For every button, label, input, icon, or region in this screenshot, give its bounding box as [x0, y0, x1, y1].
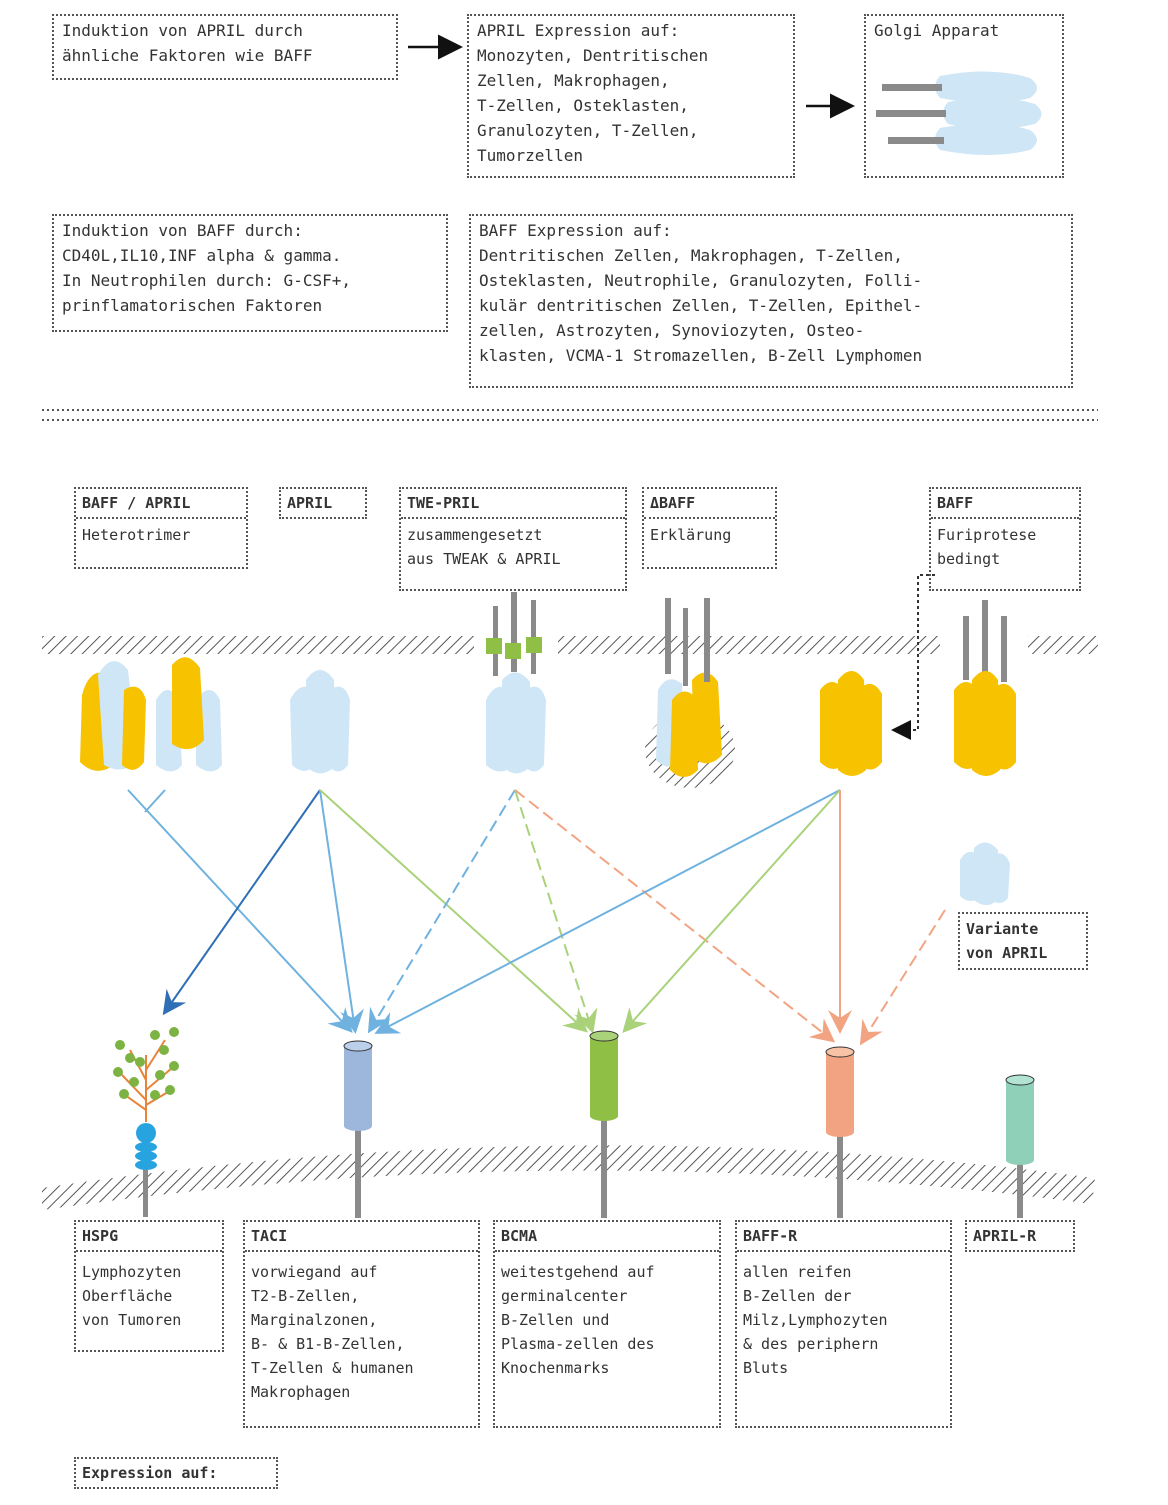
baff-april-heterotrimer-icon — [80, 657, 222, 772]
april-variant-label: Variante von APRIL — [958, 912, 1088, 970]
ligand-label-baff: BAFF Furiprotese bedingt — [929, 487, 1081, 591]
golgi-box-label: Golgi Apparat — [864, 14, 1064, 178]
receptor-label-hspg: HSPG Lymphozyten Oberfläche von Tumoren — [74, 1220, 224, 1352]
receptor-label-taci: TACI vorwiegand auf T2-B-Zellen, Margina… — [243, 1220, 480, 1428]
ligand-desc: Erklärung — [650, 526, 732, 544]
ligand-desc: Furiprotese bedingt — [937, 526, 1037, 568]
lower-membrane — [42, 1145, 1095, 1210]
baff-membrane-icon — [954, 600, 1016, 776]
receptor-desc: weitestgehend auf germinalcenter B-Zelle… — [501, 1263, 655, 1377]
twe-pril-icon — [486, 592, 546, 774]
april-r-receptor-icon — [1005, 1074, 1035, 1218]
receptor-name: HSPG — [76, 1222, 222, 1252]
receptor-label-bcma: BCMA weitestgehend auf germinalcenter B-… — [493, 1220, 721, 1428]
ligand-name: ΔBAFF — [644, 489, 775, 519]
receptor-name: TACI — [245, 1222, 478, 1252]
connections — [127, 789, 946, 1046]
ligand-name: BAFF / APRIL — [76, 489, 246, 519]
ligand-name: TWE-PRIL — [401, 489, 625, 519]
april-variant-icon — [960, 842, 1010, 905]
april-expression-box: APRIL Expression auf: Monozyten, Dentrit… — [467, 14, 795, 178]
delta-baff-icon — [645, 598, 735, 788]
receptor-label-baff-r: BAFF-R allen reifen B-Zellen der Milz,Ly… — [735, 1220, 952, 1428]
ligand-label-delta-baff: ΔBAFF Erklärung — [642, 487, 777, 569]
receptor-name: BCMA — [495, 1222, 719, 1252]
baff-induction-box: Induktion von BAFF durch: CD40L,IL10,INF… — [52, 214, 448, 332]
receptor-desc: vorwiegand auf T2-B-Zellen, Marginalzone… — [251, 1263, 414, 1401]
ligand-name: BAFF — [931, 489, 1079, 519]
arrow-furin-cleavage — [891, 574, 935, 740]
baff-expression-box: BAFF Expression auf: Dentritischen Zelle… — [469, 214, 1073, 388]
bcma-receptor-icon — [589, 1030, 619, 1218]
ligand-label-twe-pril: TWE-PRIL zusammengesetzt aus TWEAK & APR… — [399, 487, 627, 591]
ligand-label-baff-april: BAFF / APRIL Heterotrimer — [74, 487, 248, 569]
april-induction-box: Induktion von APRIL durch ähnliche Fakto… — [52, 14, 398, 80]
upper-membrane — [42, 636, 1098, 654]
ligand-desc: zusammengesetzt aus TWEAK & APRIL — [407, 526, 561, 568]
golgi-icon — [876, 71, 1042, 155]
receptor-desc: allen reifen B-Zellen der Milz,Lymphozyt… — [743, 1263, 888, 1377]
ligand-label-april: APRIL — [279, 487, 367, 519]
april-trimer-icon — [290, 670, 350, 774]
ligand-desc: Heterotrimer — [82, 526, 191, 544]
baff-r-receptor-icon — [825, 1046, 855, 1218]
receptor-name: BAFF-R — [737, 1222, 950, 1252]
hspg-receptor-icon — [113, 1027, 179, 1217]
receptor-label-april-r: APRIL-R — [965, 1220, 1075, 1252]
expression-footer-label: Expression auf: — [74, 1457, 278, 1489]
baff-soluble-icon — [820, 671, 882, 776]
receptor-desc: Lymphozyten Oberfläche von Tumoren — [82, 1263, 182, 1329]
taci-receptor-icon — [343, 1040, 373, 1218]
